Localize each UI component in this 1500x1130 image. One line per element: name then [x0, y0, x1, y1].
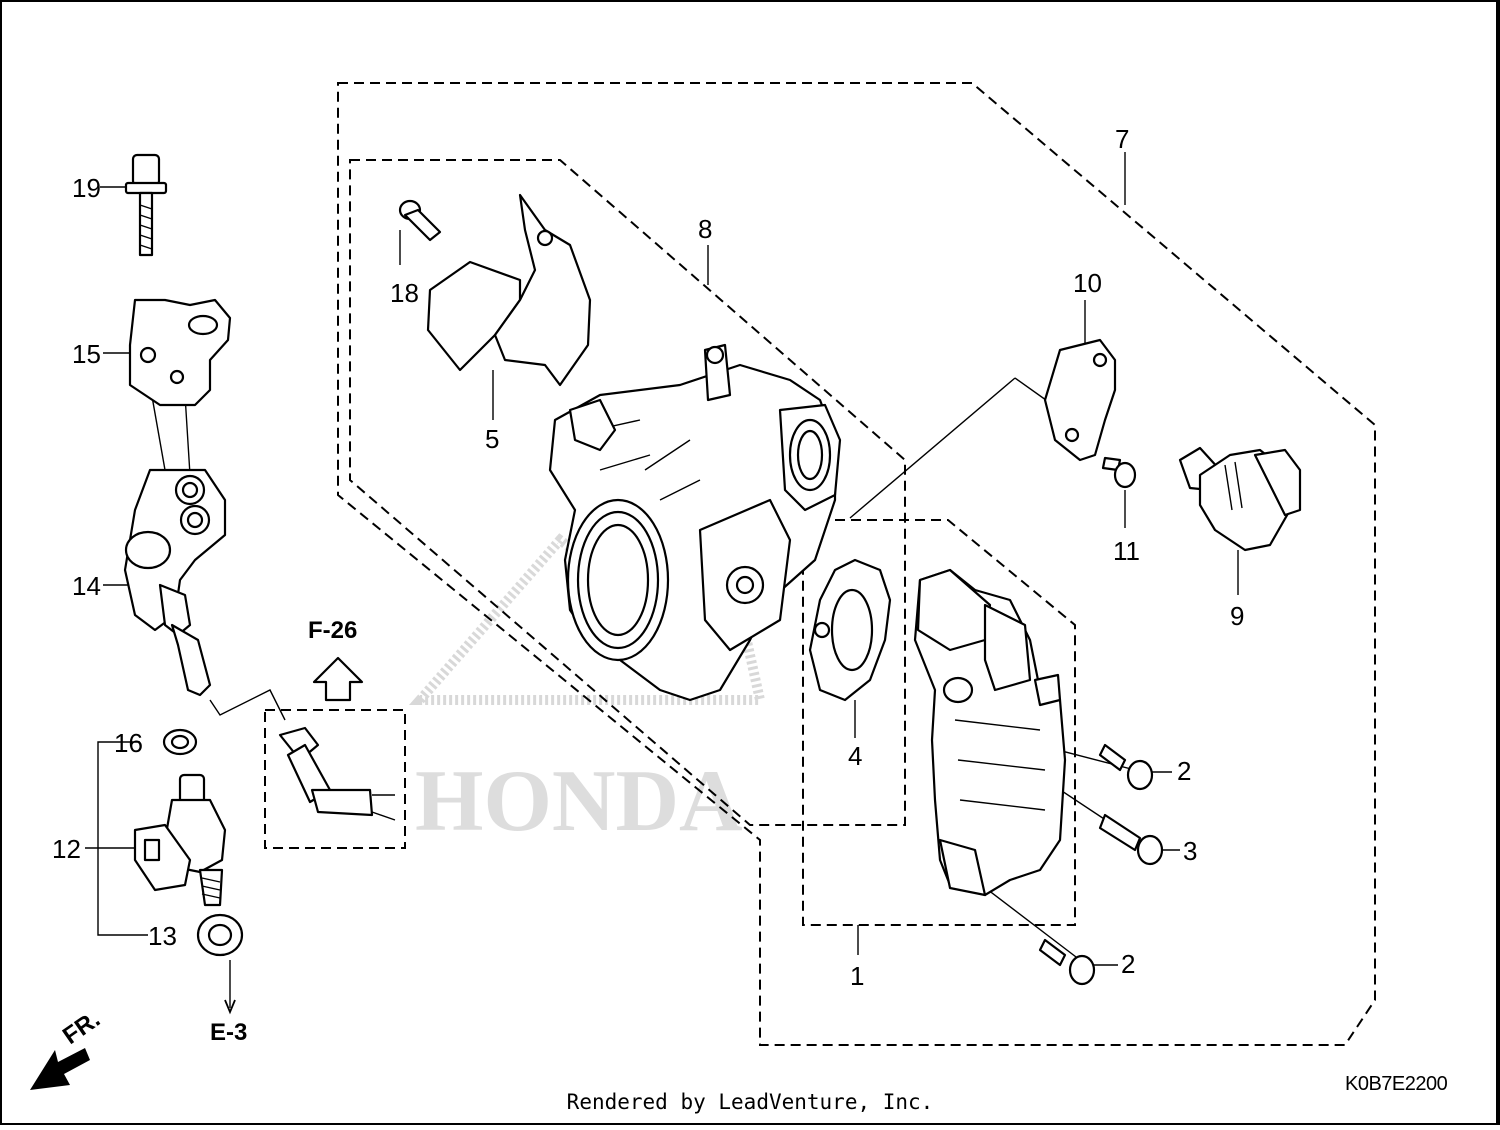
callout-19: 19 [72, 173, 101, 203]
fuel-hose [278, 726, 396, 821]
injector-12 [133, 773, 227, 907]
screw-2-lower [1038, 938, 1096, 986]
honda-watermark: HONDA [408, 510, 767, 850]
cover-bracket-5 [426, 193, 592, 387]
ref-arrow-e3: E-3 [210, 999, 247, 1046]
screw-3 [1098, 813, 1164, 866]
front-marker-label: FR. [58, 1006, 105, 1050]
front-direction-arrow: FR. [30, 1006, 105, 1090]
render-credit: Rendered by LeadVenture, Inc. [566, 1090, 934, 1114]
ref-box-f26 [264, 709, 406, 849]
seal-13 [196, 913, 244, 957]
callout-16: 16 [114, 728, 143, 758]
callout-13: 13 [148, 921, 177, 951]
callout-14: 14 [72, 571, 101, 601]
frame-right [1496, 0, 1500, 1125]
screw-2-upper [1098, 743, 1154, 791]
screw-2-lines [1094, 771, 1180, 966]
callout-1: 1 [850, 961, 864, 991]
callout-12: 12 [52, 834, 81, 864]
assembly-outline-8 [349, 159, 906, 826]
bracket-15 [128, 298, 232, 407]
callout-11: 11 [1113, 536, 1140, 566]
callout-2-lower: 2 [1121, 949, 1135, 979]
callout-15: 15 [72, 339, 101, 369]
sensor-9 [1178, 446, 1302, 552]
throttle-body-8 [548, 343, 842, 702]
frame-left [0, 0, 2, 1125]
callout-8: 8 [698, 214, 712, 244]
callout-9: 9 [1230, 601, 1244, 631]
honda-watermark-text: HONDA [415, 753, 743, 850]
plate-10 [1043, 338, 1117, 462]
ref-arrow-f26: F-26 [308, 617, 364, 702]
diagram-code: K0B7E2200 [1345, 1073, 1448, 1095]
screw-11 [1101, 456, 1137, 489]
callout-7: 7 [1115, 124, 1129, 154]
callout-10: 10 [1073, 268, 1102, 298]
frame-bottom [0, 1123, 1500, 1125]
callout-4: 4 [848, 741, 862, 771]
screw-18 [398, 199, 442, 242]
callout-18: 18 [390, 278, 419, 308]
o-ring-16 [162, 728, 198, 756]
ref-f26-label: F-26 [308, 617, 357, 644]
callout-2-upper: 2 [1177, 756, 1191, 786]
assembly-outline-1 [802, 519, 1076, 926]
gasket-4 [808, 558, 892, 702]
sensor-unit-1 [913, 568, 1067, 897]
ref-e3-label: E-3 [210, 1019, 247, 1046]
frame-top [0, 0, 1500, 2]
injector-joint-14 [123, 468, 227, 697]
callout-3: 3 [1183, 836, 1197, 866]
bolt-19 [124, 153, 168, 257]
assembly-outline-7 [337, 82, 1376, 1046]
callout-5: 5 [485, 424, 499, 454]
